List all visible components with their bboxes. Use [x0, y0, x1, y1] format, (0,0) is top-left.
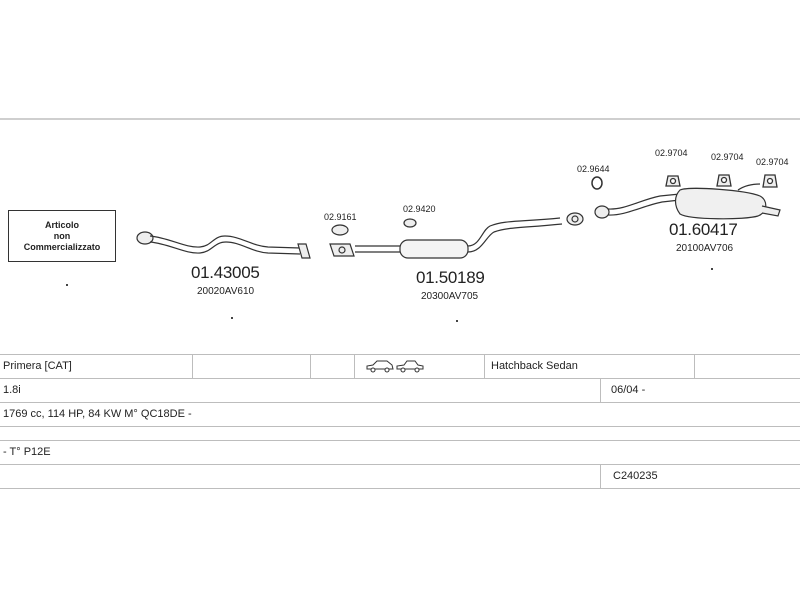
catalog-code: C240235	[613, 470, 658, 482]
engine-spec-cell: 1769 cc, 114 HP, 84 KW M° QC18DE -	[0, 402, 800, 426]
table-top-divider	[0, 354, 800, 355]
catalog-code-cell: C240235	[600, 464, 800, 488]
ring-02-9644	[591, 176, 603, 190]
table-row	[0, 426, 800, 441]
ring-02-9420	[403, 218, 417, 228]
part-code-02-9420: 02.9420	[403, 204, 436, 214]
model-name: Primera [CAT]	[3, 360, 72, 372]
table-row: 1.8i 06/04 -	[0, 378, 800, 403]
part-number-middle-silencer[interactable]: 01.50189	[416, 268, 485, 287]
table-row: 1769 cc, 114 HP, 84 KW M° QC18DE -	[0, 402, 800, 427]
date-cell: 06/04 -	[600, 378, 800, 402]
part-code-02-9704-a: 02.9704	[655, 148, 688, 158]
hanger-02-9704-a	[665, 175, 681, 187]
empty-cell	[310, 354, 354, 378]
model-cell: Primera [CAT]	[0, 354, 192, 378]
not-sold-label-box: Articolo non Commercializzato	[8, 210, 116, 262]
mark-dot	[231, 317, 233, 319]
gasket-02-9161	[329, 224, 355, 257]
oem-number-front-pipe: 20020AV610	[197, 286, 255, 297]
mark-dot	[711, 268, 713, 270]
hanger-02-9704-b	[716, 174, 732, 187]
engine-short: 1.8i	[3, 384, 21, 396]
exhaust-diagram: Articolo non Commercializzato	[8, 148, 789, 322]
part-code-02-9644: 02.9644	[577, 164, 610, 174]
car-icons-cell	[354, 354, 484, 378]
exhaust-parts-drawing	[136, 174, 781, 259]
hanger-02-9704-c	[762, 174, 778, 188]
label-line-2: non	[53, 230, 71, 241]
production-date: 06/04 -	[611, 384, 646, 396]
body-type-cell: Hatchback Sedan	[484, 354, 694, 378]
hatchback-car-icon	[366, 360, 394, 373]
label-line-3: Commercializzato	[23, 241, 101, 252]
oem-number-middle-silencer: 20300AV705	[421, 291, 479, 302]
body-type: Hatchback Sedan	[491, 360, 578, 372]
rear-silencer-part	[594, 183, 781, 220]
part-code-02-9161: 02.9161	[324, 212, 357, 222]
chassis-code: - T° P12E	[3, 446, 51, 458]
part-code-02-9704-c: 02.9704	[756, 157, 789, 167]
engine-spec: 1769 cc, 114 HP, 84 KW M° QC18DE -	[3, 408, 192, 420]
empty-cell	[192, 354, 310, 378]
empty-cell	[694, 354, 800, 378]
label-line-1: Articolo	[44, 219, 79, 230]
front-pipe-part	[136, 231, 311, 259]
mark-dot	[456, 320, 458, 322]
top-divider	[0, 118, 800, 120]
empty-cell	[0, 464, 600, 488]
part-number-rear-silencer[interactable]: 01.60417	[669, 220, 738, 239]
mark-dot	[66, 284, 68, 286]
table-row: - T° P12E	[0, 440, 800, 465]
part-number-front-pipe[interactable]: 01.43005	[191, 263, 260, 282]
part-code-02-9704-b: 02.9704	[711, 152, 744, 162]
chassis-cell: - T° P12E	[0, 440, 800, 464]
middle-silencer-part	[355, 212, 584, 259]
table-row: Primera [CAT] Hatchback Sedan	[0, 354, 800, 379]
sedan-car-icon	[396, 360, 424, 373]
engine-short-cell: 1.8i	[0, 378, 600, 402]
oem-number-rear-silencer: 20100AV706	[676, 243, 734, 254]
table-row: C240235	[0, 464, 800, 489]
